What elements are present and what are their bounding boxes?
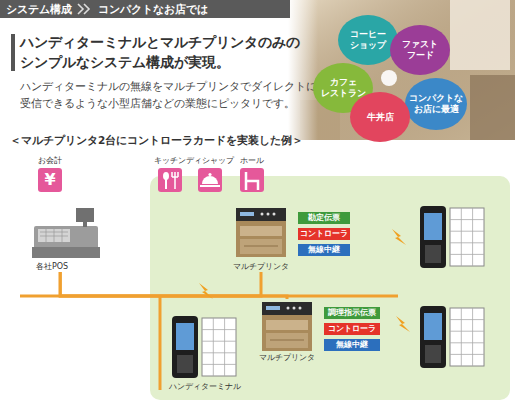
node-text: 各社POS <box>36 262 68 272</box>
node-text: ハンディターミナル <box>156 382 254 392</box>
node-text: コントローラ <box>324 323 380 335</box>
feature-tag: 無線中継 <box>298 244 350 256</box>
feature-tag: 無線中継 <box>324 339 380 351</box>
node-text: コンパクトなお店では <box>98 2 208 16</box>
node-text: システム構成 <box>6 2 72 16</box>
register-keygrid <box>40 229 68 242</box>
wireless-symbol <box>396 316 410 332</box>
lan-bus-branch <box>159 296 162 390</box>
register-drawer <box>32 247 100 258</box>
register-pole <box>83 222 87 227</box>
feature-tag: 勘定伝票 <box>298 212 350 224</box>
multi-printer: マルチプリンタ <box>256 299 318 363</box>
petal-label: ファスト フード <box>390 25 450 75</box>
multi-printer: マルチプリンタ <box>230 204 292 272</box>
function-icon: ホール <box>240 168 264 192</box>
petal-label: コーヒー ショップ <box>338 15 398 65</box>
printer-illustration <box>236 208 286 257</box>
body-text: ハンディターミナルの無線をマルチプリンタでダイレクトに 受信できるような小型店舗… <box>20 78 340 113</box>
terminal-illustration <box>172 316 236 378</box>
function-icon: お会計¥ <box>38 168 62 192</box>
function-icon: ディシャップ <box>198 168 222 192</box>
node-text: コンパクトな お店に最適 <box>408 93 464 115</box>
example-caption: ＜マルチプリンタ2台にコントローラカードを実装した例＞ <box>10 134 303 148</box>
photo-counter <box>470 75 515 140</box>
wireless-symbol <box>199 283 213 299</box>
petal-label: 牛丼店 <box>350 92 410 142</box>
flower-center <box>381 70 397 86</box>
store-area <box>150 176 510 400</box>
node-text: ファスト フード <box>392 39 448 61</box>
node-text: コントローラ <box>298 228 350 240</box>
node-text: ディシャップ <box>183 155 237 166</box>
register-display <box>76 208 94 222</box>
heading-bar <box>11 34 15 71</box>
terminal-illustration <box>420 306 484 368</box>
handy-terminal: ハンディターミナル <box>166 312 244 392</box>
node-text: 無線中継 <box>298 244 350 256</box>
terminal-illustration <box>420 206 484 268</box>
node-text: 勘定伝票 <box>298 212 350 224</box>
node-text: コーヒー ショップ <box>340 29 396 51</box>
function-icon: キッチン <box>158 168 182 192</box>
lan-connector <box>60 272 287 299</box>
feature-tag: コントローラ <box>324 323 380 335</box>
node-text: ¥ <box>38 168 62 192</box>
node-text: 牛丼店 <box>352 112 408 123</box>
heading-text: ハンディターミナルとマルチプリンタのみの シンプルなシステム構成が実現。 <box>20 32 320 73</box>
node-text: マルチプリンタ <box>246 353 328 363</box>
lan-bus <box>20 295 398 298</box>
section-band: システム構成 コンパクトなお店では <box>0 0 290 18</box>
photo-window <box>450 0 510 70</box>
node-text: 無線中継 <box>324 339 380 351</box>
pos-terminal: 各社POS <box>26 200 102 272</box>
feature-tag: コントローラ <box>298 228 350 240</box>
photo-fade <box>288 0 318 140</box>
register-body <box>34 226 98 258</box>
node-text: マルチプリンタ <box>220 262 302 272</box>
register-keys <box>38 229 70 242</box>
node-text: お会計 <box>23 155 77 166</box>
lan-connector <box>60 272 261 296</box>
node-text: ホール <box>225 155 279 166</box>
printer-illustration <box>262 302 312 351</box>
node-text: 調理指示伝票 <box>324 307 380 319</box>
petal-label: コンパクトな お店に最適 <box>405 78 467 130</box>
wireless-symbol <box>392 229 406 245</box>
feature-tag: 調理指示伝票 <box>324 307 380 319</box>
